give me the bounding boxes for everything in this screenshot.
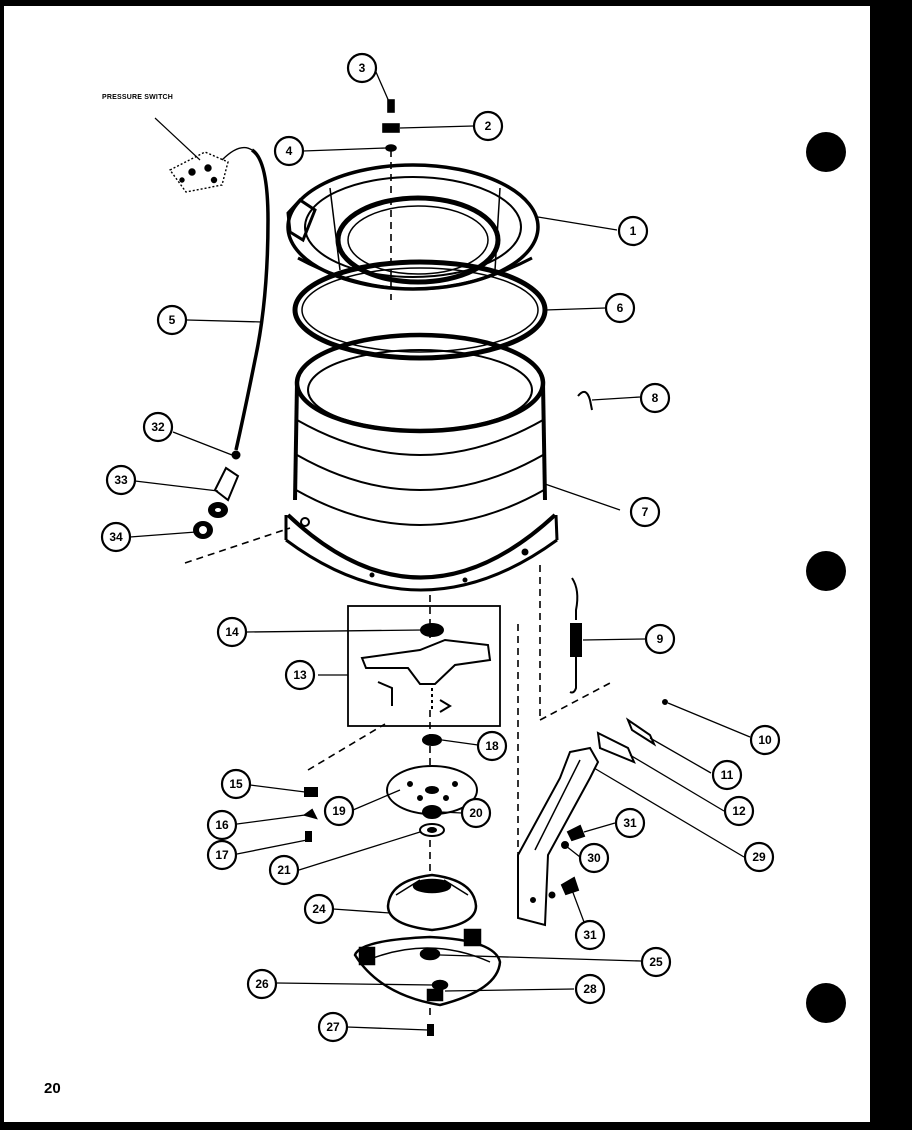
svg-text:17: 17 <box>215 848 229 862</box>
svg-text:11: 11 <box>721 768 734 782</box>
callout-26: 26 <box>246 968 278 1000</box>
svg-text:14: 14 <box>225 625 239 639</box>
callout-14: 14 <box>216 616 248 648</box>
svg-text:1: 1 <box>630 224 637 238</box>
svg-text:28: 28 <box>583 982 597 996</box>
svg-text:9: 9 <box>657 632 664 646</box>
callout-7: 7 <box>629 496 661 528</box>
transmission-cover <box>386 873 478 932</box>
callout-16: 16 <box>206 809 238 841</box>
svg-text:19: 19 <box>332 804 346 818</box>
outer-tub <box>284 332 559 592</box>
svg-text:29: 29 <box>752 850 766 864</box>
svg-text:3: 3 <box>359 61 366 75</box>
svg-text:25: 25 <box>649 955 663 969</box>
binder-hole-bottom <box>806 983 846 1023</box>
svg-text:10: 10 <box>758 733 772 747</box>
binder-holes <box>806 132 846 1023</box>
callout-10: 10 <box>749 724 781 756</box>
svg-text:31: 31 <box>583 928 597 942</box>
leg-bolts <box>560 824 586 896</box>
air-dome <box>208 466 240 518</box>
hub-stack <box>386 734 478 837</box>
svg-text:34: 34 <box>109 530 123 544</box>
callout-12: 12 <box>723 795 755 827</box>
callout-30: 30 <box>578 842 610 874</box>
callout-29: 29 <box>743 841 775 873</box>
pressure-switch-part <box>168 146 253 193</box>
callout-34: 34 <box>100 521 132 553</box>
spider-assembly <box>360 623 492 713</box>
callout-13: 13 <box>284 659 316 691</box>
callout-20: 20 <box>460 797 492 829</box>
callout-32: 32 <box>142 411 174 443</box>
paper-page <box>4 6 870 1122</box>
callout-31-lower: 31 <box>574 919 606 951</box>
svg-text:24: 24 <box>312 902 326 916</box>
callout-5: 5 <box>156 304 188 336</box>
base-plate <box>353 928 502 1007</box>
callouts: 1 2 3 4 5 6 7 8 9 10 11 12 13 14 15 16 1… <box>100 52 781 1043</box>
svg-text:33: 33 <box>114 473 128 487</box>
svg-text:8: 8 <box>652 391 659 405</box>
tub-clip <box>577 390 593 411</box>
callout-33: 33 <box>105 464 137 496</box>
support-leg <box>517 746 600 927</box>
assembly-box <box>347 605 501 727</box>
callout-19: 19 <box>323 795 355 827</box>
callout-2: 2 <box>472 110 504 142</box>
svg-text:18: 18 <box>485 739 499 753</box>
callout-6: 6 <box>604 292 636 324</box>
binder-hole-middle <box>806 551 846 591</box>
callout-8: 8 <box>639 382 671 414</box>
svg-text:2: 2 <box>485 119 492 133</box>
callout-28: 28 <box>574 973 606 1005</box>
bracket-plates <box>596 699 668 764</box>
callout-11: 11 <box>711 759 743 791</box>
screw-and-clip <box>382 99 400 152</box>
svg-text:20: 20 <box>469 806 483 820</box>
svg-text:7: 7 <box>642 505 649 519</box>
callout-21: 21 <box>268 854 300 886</box>
svg-text:16: 16 <box>215 818 229 832</box>
callout-27: 27 <box>317 1011 349 1043</box>
page-number: 20 <box>44 1080 61 1097</box>
callout-24: 24 <box>303 893 335 925</box>
callout-1: 1 <box>617 215 649 247</box>
svg-text:5: 5 <box>169 313 176 327</box>
pressure-switch-leader <box>154 117 201 161</box>
svg-text:4: 4 <box>286 144 293 158</box>
callout-25: 25 <box>640 946 672 978</box>
suspension-spring <box>569 577 582 694</box>
tub-ring <box>286 163 540 291</box>
svg-text:26: 26 <box>255 977 269 991</box>
callout-31-upper: 31 <box>614 807 646 839</box>
svg-text:12: 12 <box>732 804 746 818</box>
pressure-switch-caption: PRESSURE SWITCH <box>102 94 173 101</box>
callout-18: 18 <box>476 730 508 762</box>
svg-text:31: 31 <box>623 816 637 830</box>
svg-text:32: 32 <box>151 420 165 434</box>
grommet <box>193 521 213 539</box>
callout-9: 9 <box>644 623 676 655</box>
callout-15: 15 <box>220 768 252 800</box>
leader-lines <box>129 71 751 1031</box>
small-clips <box>302 787 318 842</box>
svg-text:30: 30 <box>587 851 601 865</box>
svg-text:13: 13 <box>293 668 307 682</box>
svg-text:21: 21 <box>277 863 291 877</box>
svg-text:15: 15 <box>229 777 243 791</box>
callout-4: 4 <box>273 135 305 167</box>
callout-17: 17 <box>206 839 238 871</box>
pressure-hose <box>231 148 270 460</box>
svg-text:6: 6 <box>617 301 624 315</box>
callout-3: 3 <box>346 52 378 84</box>
svg-text:27: 27 <box>326 1020 340 1034</box>
binder-hole-top <box>806 132 846 172</box>
base-screw <box>427 1024 434 1036</box>
